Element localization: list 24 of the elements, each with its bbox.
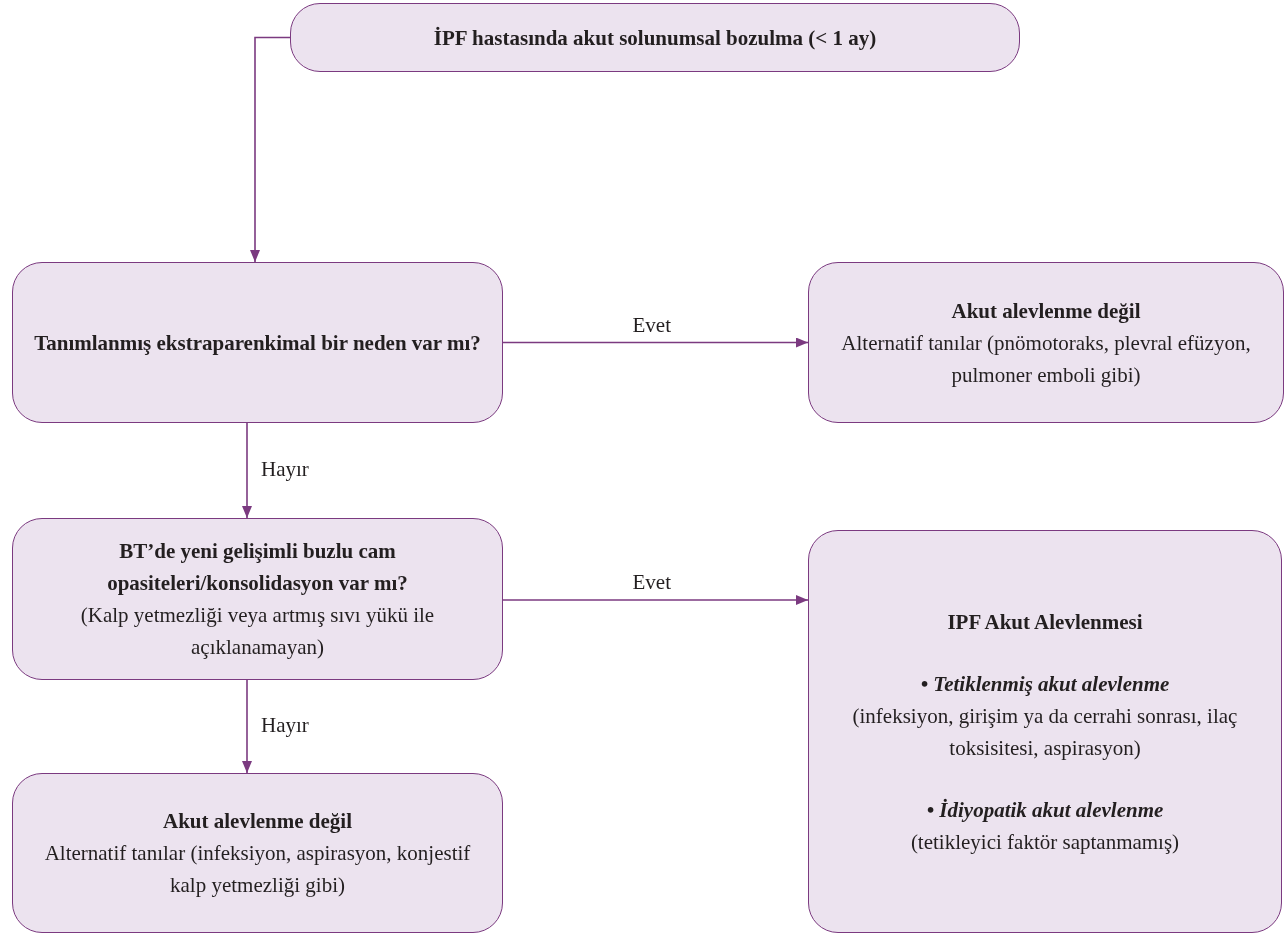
start-box xyxy=(290,3,1020,72)
node-text: • Tetiklenmiş akut alevlenme xyxy=(920,670,1170,698)
outcome-box xyxy=(12,773,503,933)
node-heading: Akut alevlenme değil xyxy=(163,808,352,835)
decision-box xyxy=(12,518,503,680)
arrow xyxy=(242,679,252,774)
node-heading: İPF hastasında akut solunumsal bozulma (< 1 ay) xyxy=(433,24,877,52)
node-heading: Tanımlanmış ekstraparenkimal bir neden var mı? xyxy=(34,329,481,357)
decision-box xyxy=(12,262,503,423)
arrow xyxy=(502,337,809,348)
outcome-box xyxy=(808,530,1282,933)
arrow xyxy=(250,36,291,263)
node-text: (tetikleyici faktör saptanmamış) xyxy=(910,828,1180,856)
node-text: Alternatif tanılar (pnömotoraks, plevral efüzyon, pulmoner emboli gibi) xyxy=(840,329,1252,389)
arrow xyxy=(242,422,252,519)
node-text: • İdiyopatik akut alevlenme xyxy=(926,796,1164,824)
node-text: Alternatif tanılar (infeksiyon, aspirasyon, konjestif kalp yetmezliği gibi) xyxy=(43,840,472,899)
node-text: (Kalp yetmezliği veya artmış sıvı yükü ile açıklanamayan) xyxy=(79,602,436,661)
arrow xyxy=(502,595,809,605)
outcome-box xyxy=(808,262,1284,423)
node-text: (infeksiyon, girişim ya da cerrahi sonrası, ilaç toksisitesi, aspirasyon) xyxy=(851,702,1239,762)
node-heading: BT’de yeni gelişimli buzlu cam opasiteleri/konsolidasyon var mı? xyxy=(106,538,409,597)
node-heading: IPF Akut Alevlenmesi xyxy=(947,608,1143,636)
node-heading: Akut alevlenme değil xyxy=(951,297,1141,325)
